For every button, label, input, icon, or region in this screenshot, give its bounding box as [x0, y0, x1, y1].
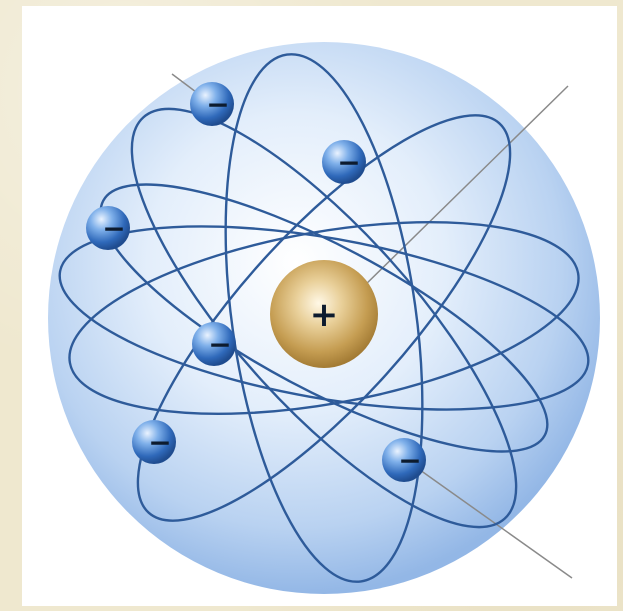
electron-charge-label: − — [206, 88, 229, 121]
electron: − — [86, 206, 130, 250]
electron: − — [190, 82, 234, 126]
electron: − — [192, 322, 236, 366]
electron-charge-label: − — [148, 426, 171, 459]
electron-charge-label: − — [337, 146, 360, 179]
electron-charge-label: − — [208, 328, 231, 361]
electron-charge-label: − — [102, 212, 125, 245]
nucleus: + — [270, 260, 378, 368]
nucleus-charge-label: + — [310, 295, 339, 335]
electron: − — [382, 438, 426, 482]
electron: − — [132, 420, 176, 464]
electron-charge-label: − — [398, 444, 421, 477]
electron: − — [322, 140, 366, 184]
